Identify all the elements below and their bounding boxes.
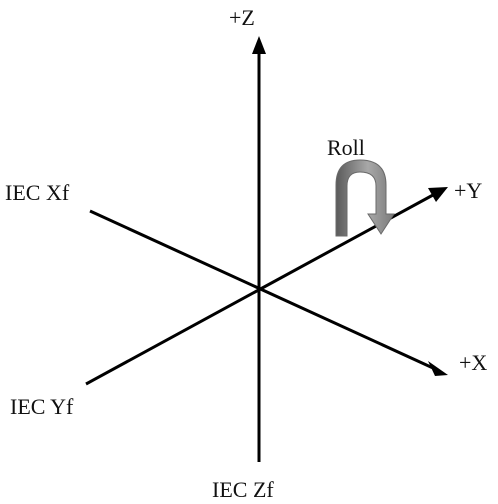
- plus-x-arrowhead: [428, 361, 448, 376]
- plus-y-label: +Y: [454, 178, 482, 203]
- plus-y-arrowhead: [428, 187, 448, 202]
- roll-arrow-icon: [335, 159, 395, 237]
- plus-z-arrowhead: [252, 36, 266, 54]
- roll-label: Roll: [327, 135, 365, 160]
- plus-x-label: +X: [459, 350, 487, 375]
- x-axis-line: [89, 209, 434, 370]
- iec-yf-label: IEC Yf: [10, 394, 74, 419]
- plus-z-label: +Z: [229, 5, 255, 30]
- iec-xf-label: IEC Xf: [5, 180, 70, 205]
- iec-zf-label: IEC Zf: [212, 477, 274, 502]
